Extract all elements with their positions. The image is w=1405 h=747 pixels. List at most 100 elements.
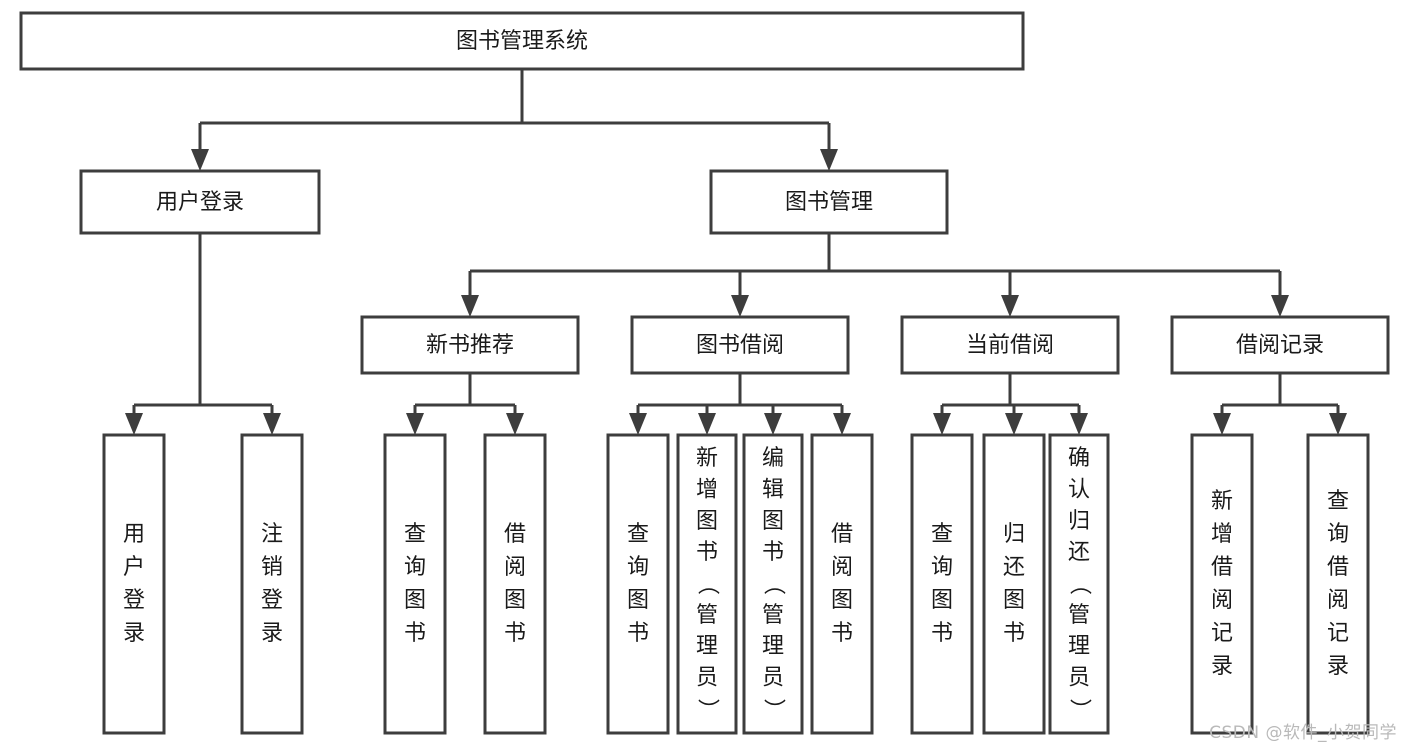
node-label-char: （ [1067, 573, 1092, 595]
node-label-char: 记 [1211, 621, 1233, 646]
node-label-char: 查 [1327, 489, 1349, 514]
node-用户登录[interactable]: 用户登录 [102, 433, 166, 735]
node-label-char: 增 [696, 478, 718, 503]
node-box[interactable] [1306, 433, 1370, 735]
node-label-char: 记 [1327, 621, 1349, 646]
node-图书借阅[interactable]: 图书借阅 [630, 315, 850, 375]
node-label-char: 图 [931, 588, 953, 613]
node-label: 图书借阅 [696, 333, 784, 358]
node-label-char: 查 [931, 522, 953, 547]
node-box[interactable] [606, 433, 670, 735]
node-box[interactable] [360, 315, 580, 375]
arrow-head [731, 295, 749, 317]
node-label-char: 查 [627, 522, 649, 547]
node-label-char: 图 [1003, 588, 1025, 613]
node-box[interactable] [1170, 315, 1390, 375]
node-label-char: 书 [1003, 621, 1025, 646]
node-box[interactable] [240, 433, 304, 735]
arrow-head [698, 413, 716, 435]
node-label-char: 借 [831, 522, 853, 547]
node-box[interactable] [1190, 433, 1254, 735]
node-layer: 图书管理系统用户登录用户登录注销登录图书管理新书推荐查询图书借阅图书图书借阅查询… [19, 11, 1390, 735]
node-box[interactable] [810, 433, 874, 735]
node-label-char: 借 [1211, 555, 1233, 580]
node-box[interactable] [383, 433, 447, 735]
node-label-char: 确 [1068, 446, 1090, 471]
node-box[interactable] [630, 315, 850, 375]
arrow-head [1213, 413, 1231, 435]
arrow-head [461, 295, 479, 317]
node-box[interactable] [102, 433, 166, 735]
node-label-char: 图 [404, 588, 426, 613]
arrow-head [764, 413, 782, 435]
node-图书管理系统[interactable]: 图书管理系统 [19, 11, 1025, 71]
node-label-char: 录 [1327, 654, 1349, 679]
node-新书推荐[interactable]: 新书推荐 [360, 315, 580, 375]
node-label-char: 理 [1068, 634, 1090, 659]
node-box[interactable] [19, 11, 1025, 71]
node-box[interactable] [900, 315, 1120, 375]
node-label-char: 编 [762, 446, 784, 471]
node-label-char: 理 [762, 634, 784, 659]
node-box[interactable] [742, 433, 804, 735]
node-当前借阅[interactable]: 当前借阅 [900, 315, 1120, 375]
node-box[interactable] [79, 169, 321, 235]
node-label-char: （ [761, 573, 786, 595]
arrow-head [1271, 295, 1289, 317]
arrow-head [125, 413, 143, 435]
node-label-char: 归 [1003, 522, 1025, 547]
node-box[interactable] [1048, 433, 1110, 735]
node-label-char: 书 [931, 621, 953, 646]
arrow-head [1329, 413, 1347, 435]
node-label-char: 登 [123, 588, 145, 613]
node-用户登录[interactable]: 用户登录 [79, 169, 321, 235]
node-label-char: 员 [1068, 666, 1090, 691]
node-label-char: 借 [504, 522, 526, 547]
connector-layer [125, 69, 1347, 435]
arrow-head [933, 413, 951, 435]
arrow-head [820, 149, 838, 171]
node-图书管理[interactable]: 图书管理 [709, 169, 949, 235]
node-label-char: 注 [261, 522, 283, 547]
node-借阅记录[interactable]: 借阅记录 [1170, 315, 1390, 375]
node-label-char: ） [695, 698, 720, 720]
node-box[interactable] [910, 433, 974, 735]
node-box[interactable] [483, 433, 547, 735]
node-label-char: 阅 [831, 555, 853, 580]
node-box[interactable] [982, 433, 1046, 735]
node-label-char: 书 [762, 540, 784, 565]
node-label-char: 管 [696, 603, 718, 628]
arrow-head [833, 413, 851, 435]
node-label-char: 辑 [762, 478, 784, 503]
node-label-char: 询 [627, 555, 649, 580]
arrow-head [629, 413, 647, 435]
node-label: 用户登录 [156, 190, 244, 215]
node-label-char: 图 [831, 588, 853, 613]
node-box[interactable] [676, 433, 738, 735]
arrow-head [1005, 413, 1023, 435]
node-label-char: 管 [762, 603, 784, 628]
node-box[interactable] [709, 169, 949, 235]
node-label-char: 查 [404, 522, 426, 547]
node-label: 图书管理系统 [456, 29, 588, 54]
node-label-char: 归 [1068, 509, 1090, 534]
arrow-head [191, 149, 209, 171]
arrow-head [1070, 413, 1088, 435]
node-label-char: ） [1067, 698, 1092, 720]
node-label-char: 阅 [1327, 588, 1349, 613]
node-label-char: 认 [1068, 478, 1090, 503]
node-label-char: 询 [931, 555, 953, 580]
